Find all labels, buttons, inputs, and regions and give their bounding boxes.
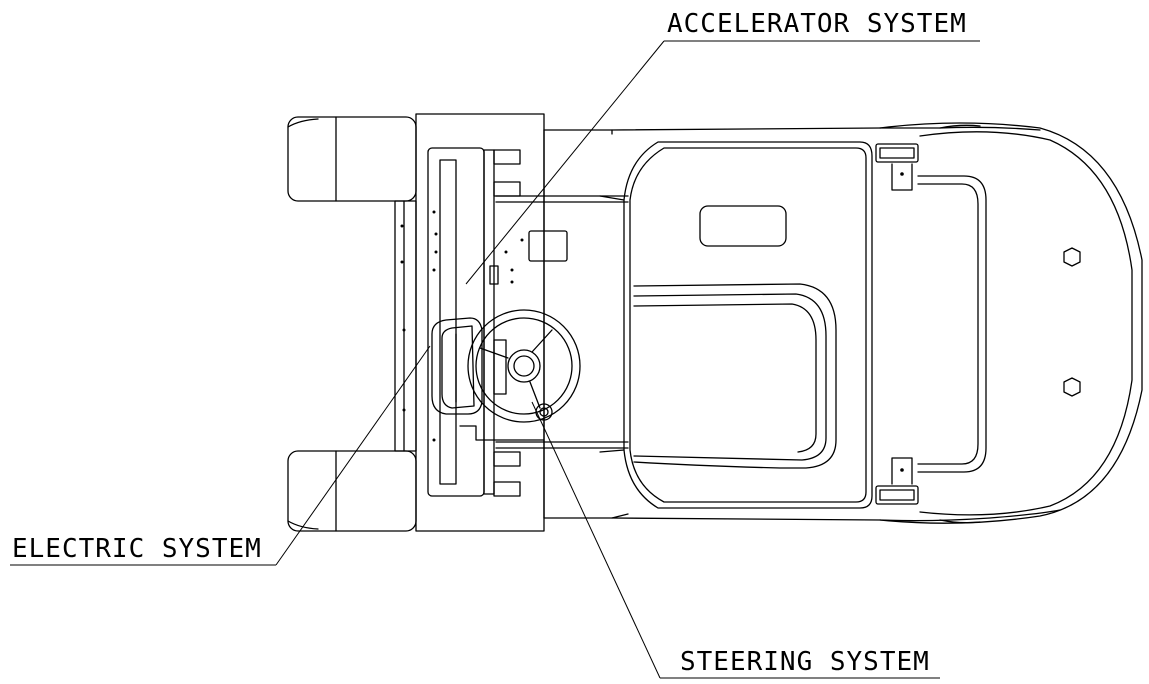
steering-system-label: STEERING SYSTEM (680, 647, 930, 677)
chassis (459, 126, 1061, 522)
steering-leader (531, 401, 661, 679)
accelerator-leader (465, 40, 665, 285)
electric-system-label: ELECTRIC SYSTEM (12, 534, 262, 564)
mast-frame (394, 113, 545, 532)
accelerator-system-label: ACCELERATOR SYSTEM (667, 9, 967, 39)
front-left-wheel (287, 116, 417, 202)
steering-wheel (467, 309, 581, 423)
dashboard-control-box (431, 317, 483, 415)
electric-leader (275, 345, 431, 566)
operator-seat (633, 283, 837, 469)
leader-lines (10, 40, 980, 679)
counterweight (875, 122, 1143, 524)
overhead-guard (599, 141, 873, 509)
front-right-wheel (287, 450, 417, 532)
